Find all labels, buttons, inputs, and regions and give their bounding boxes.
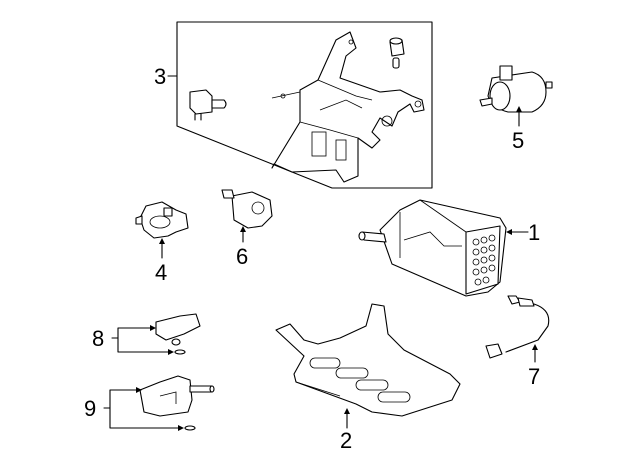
canister-shield-drawing: [275, 303, 461, 417]
arrowhead-8b: [168, 349, 174, 355]
valve-6-drawing: [221, 189, 273, 229]
arrowhead-1: [506, 229, 512, 235]
callout-8: 8: [92, 326, 104, 351]
arrowhead-4: [159, 238, 165, 244]
arrowhead-8a: [150, 325, 156, 331]
valve-4-drawing: [135, 201, 189, 239]
leader-line-9: [103, 389, 183, 429]
part-9[interactable]: 9: [84, 375, 215, 431]
arrowhead-2: [344, 408, 350, 414]
callout-2: 2: [340, 428, 352, 453]
valve-9-drawing: [139, 375, 215, 431]
part-2[interactable]: 2: [275, 303, 461, 453]
bracket-valve-drawing: [189, 89, 227, 121]
part-6[interactable]: 6: [221, 189, 273, 269]
part-7[interactable]: 7: [485, 295, 550, 389]
callout-9: 9: [84, 396, 96, 421]
callout-3: 3: [154, 64, 166, 89]
callout-5: 5: [512, 128, 524, 153]
part-1[interactable]: 1: [358, 199, 540, 297]
group-box-outline: [176, 21, 433, 189]
part-8[interactable]: 8: [92, 313, 201, 355]
part-3-group[interactable]: 3: [154, 21, 433, 189]
solenoid-valve-drawing: [479, 65, 553, 113]
part-4[interactable]: 4: [135, 201, 189, 285]
callout-4: 4: [155, 260, 167, 285]
arrowhead-9b: [178, 425, 184, 431]
bushings-drawing: [389, 37, 405, 69]
callout-6: 6: [236, 244, 248, 269]
vapor-canister-drawing: [358, 199, 507, 297]
part-5[interactable]: 5: [479, 65, 553, 153]
bracket-drawing: [271, 31, 425, 183]
arrowhead-9a: [136, 387, 142, 393]
sensor-7-drawing: [485, 295, 550, 359]
leader-line-8: [111, 327, 173, 353]
arrowhead-7: [532, 344, 538, 350]
arrowhead-5: [516, 106, 522, 112]
callout-1: 1: [528, 220, 540, 245]
callout-7: 7: [528, 364, 540, 389]
arrowhead-6: [240, 226, 246, 232]
sensor-8-drawing: [155, 313, 201, 355]
